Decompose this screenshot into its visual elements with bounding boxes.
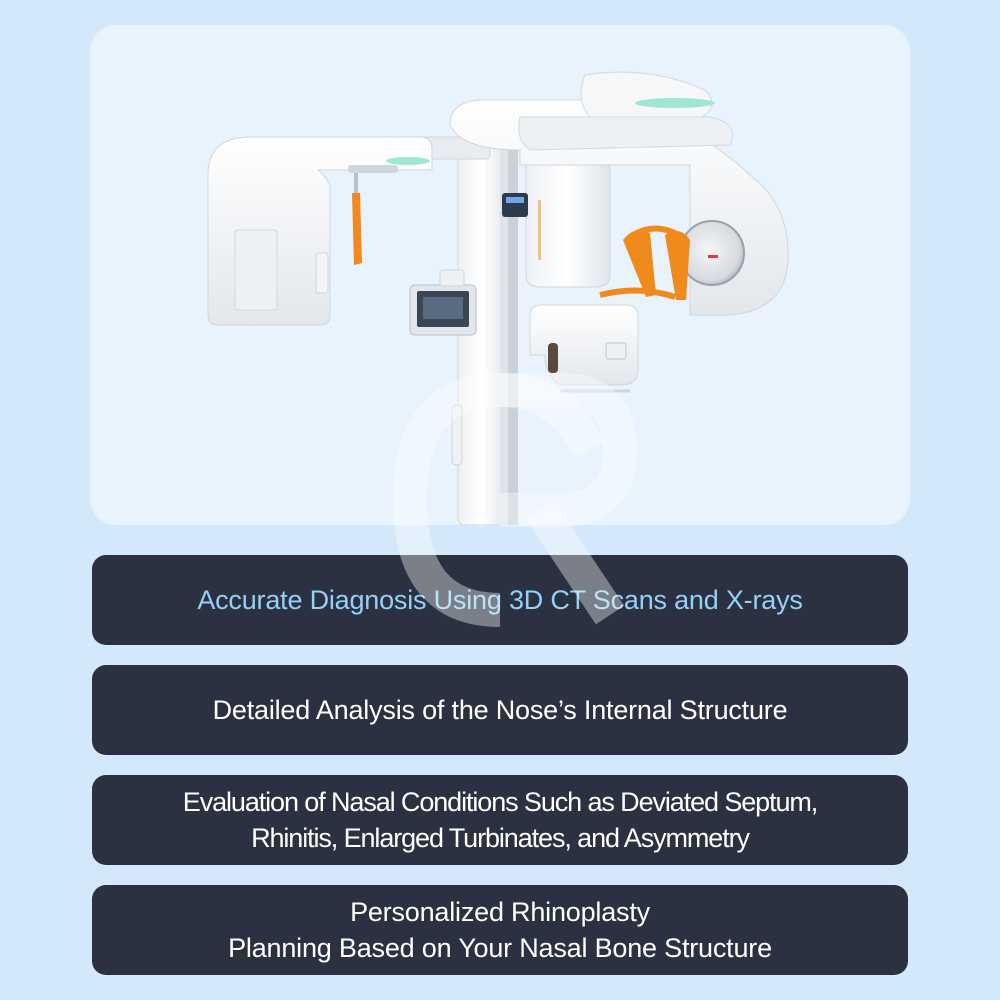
ct-scanner-illustration [207,71,789,525]
feature-card-diagnosis: Accurate Diagnosis Using 3D CT Scans and… [92,555,908,645]
feature-card-evaluation: Evaluation of Nasal Conditions Such as D… [92,775,908,865]
feature-card-text: Detailed Analysis of the Nose’s Internal… [212,695,788,725]
feature-card-text-line-1: Evaluation of Nasal Conditions Such as D… [182,787,819,817]
feature-card-planning: Personalized Rhinoplasty Planning Based … [92,885,908,975]
feature-card-text-line-1: Personalized Rhinoplasty [350,897,650,927]
feature-card-text-line-2: Rhinitis, Enlarged Turbinates, and Asymm… [251,823,750,853]
feature-card-text-line-2: Planning Based on Your Nasal Bone Struct… [228,933,772,963]
feature-card-text: Accurate Diagnosis Using 3D CT Scans and… [197,585,803,615]
feature-card-analysis: Detailed Analysis of the Nose’s Internal… [92,665,908,755]
hero-image-panel [90,25,910,525]
